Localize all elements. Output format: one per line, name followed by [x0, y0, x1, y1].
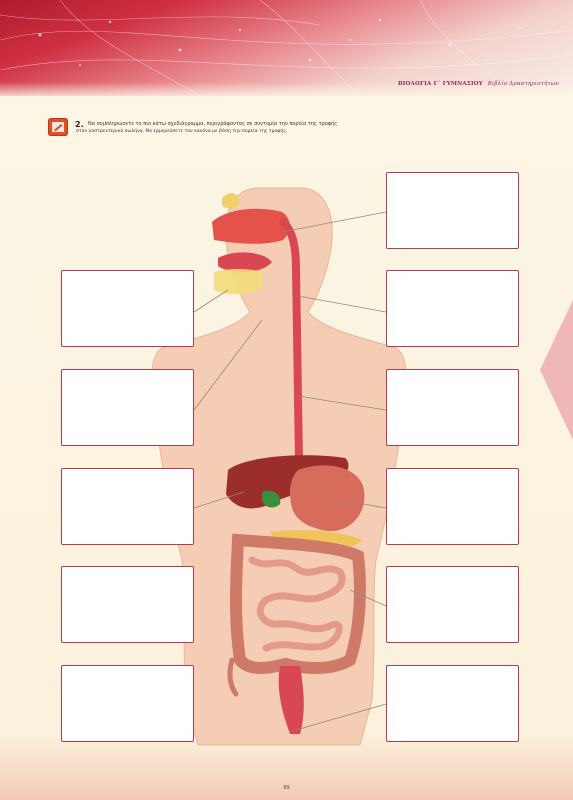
nasal-cavity	[212, 209, 290, 244]
label-box-left-1[interactable]	[61, 270, 194, 347]
side-tab-arrow	[540, 285, 573, 455]
label-box-left-4[interactable]	[61, 566, 194, 643]
label-box-left-2[interactable]	[61, 369, 194, 446]
label-box-right-2[interactable]	[386, 270, 519, 347]
label-box-right-5[interactable]	[386, 566, 519, 643]
label-box-right-6[interactable]	[386, 665, 519, 742]
page-number: 89	[0, 785, 573, 791]
label-box-left-3[interactable]	[61, 468, 194, 545]
leader-line	[194, 290, 228, 312]
label-box-right-3[interactable]	[386, 369, 519, 446]
label-box-right-4[interactable]	[386, 468, 519, 545]
label-box-right-1[interactable]	[386, 172, 519, 249]
teeth	[214, 269, 262, 294]
label-box-left-5[interactable]	[61, 665, 194, 742]
